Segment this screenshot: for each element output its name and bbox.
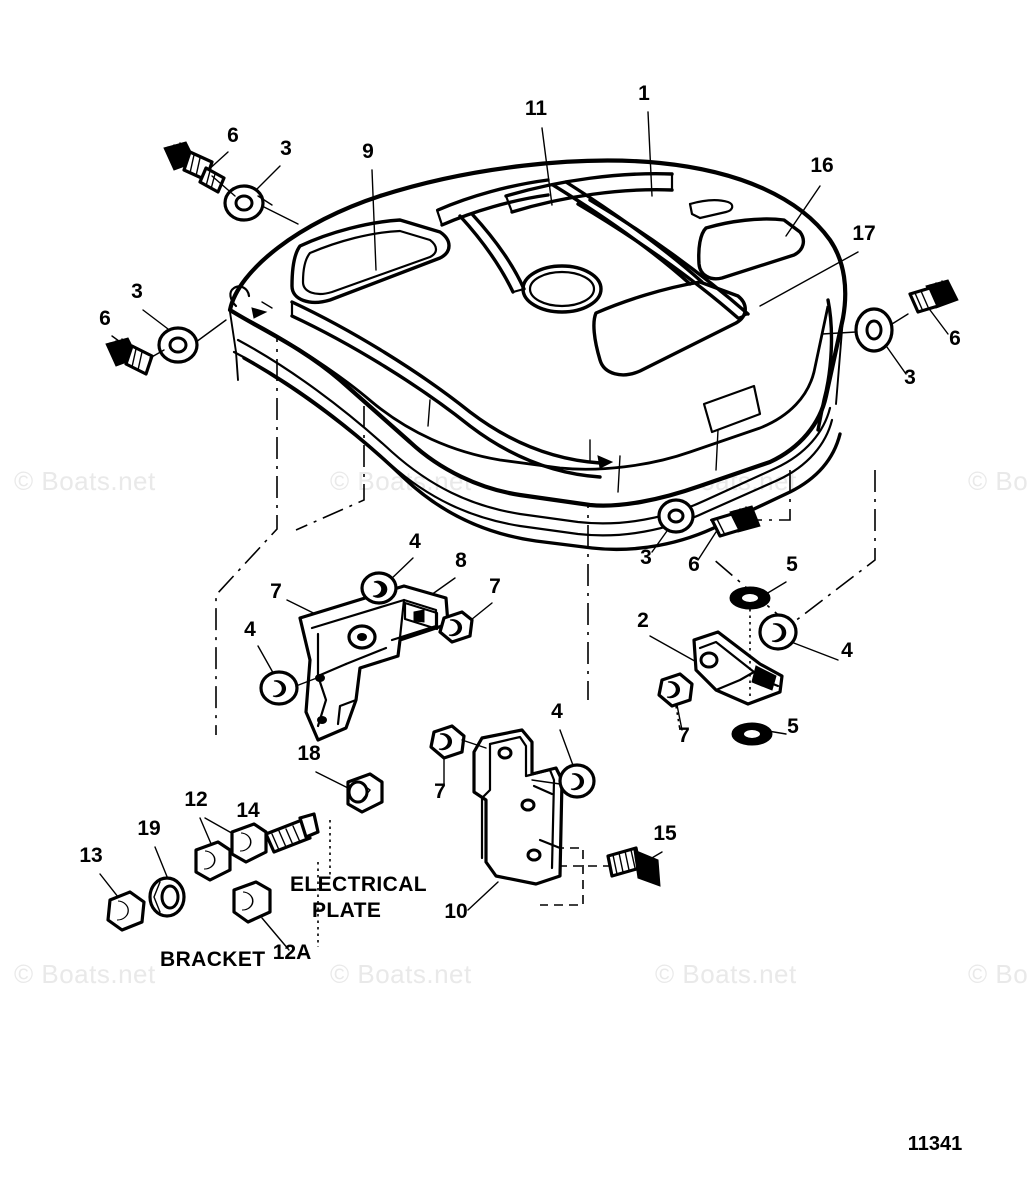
word-label-layer: BRACKET ELECTRICAL PLATE <box>160 873 427 971</box>
bushing-above-bracket <box>360 571 398 605</box>
flat-washer-top <box>729 586 771 610</box>
callout-1: 1 <box>638 82 650 105</box>
watermark-4: © Boats.net <box>14 959 156 989</box>
latch-bracket <box>298 584 450 742</box>
callout-3b: 3 <box>131 280 143 303</box>
knurled-screw-lower-center <box>710 505 761 538</box>
electrical-plate <box>472 728 564 886</box>
top-cowl-assembly <box>227 158 848 552</box>
flat-washer-bottom <box>731 722 773 746</box>
washer-mid-left <box>157 326 199 364</box>
watermark-6: © Boats.net <box>655 959 797 989</box>
callout-7a: 7 <box>270 580 282 603</box>
washer-upper-left <box>223 184 273 222</box>
callout-4c: 4 <box>841 639 853 662</box>
bushing-plate-right <box>558 763 596 799</box>
watermark-0: © Boats.net <box>14 466 156 496</box>
locknut-13 <box>106 890 146 932</box>
callout-12: 12 <box>184 788 207 811</box>
callout-2: 2 <box>637 609 649 632</box>
callout-13: 13 <box>79 844 102 867</box>
callout-9: 9 <box>362 140 374 163</box>
locknut-right-of-bracket <box>438 610 474 644</box>
callout-3d: 3 <box>640 546 652 569</box>
hex-bolt <box>606 846 661 887</box>
callout-5b: 5 <box>787 715 799 738</box>
callout-4a: 4 <box>409 530 421 553</box>
bushing-12-a <box>194 840 232 882</box>
knurled-screw-right <box>908 279 959 314</box>
washer-lower-center <box>657 498 695 534</box>
callout-14: 14 <box>236 799 260 822</box>
watermark-5: © Boats.net <box>330 959 472 989</box>
callout-3a: 3 <box>280 137 292 160</box>
callout-6b: 6 <box>99 307 111 330</box>
alignment-line-left <box>215 320 278 735</box>
callout-6a: 6 <box>227 124 239 147</box>
bracket-label: BRACKET <box>160 948 265 971</box>
knurled-screw-upper-left <box>163 141 226 194</box>
bushing-right <box>758 613 798 651</box>
alignment-line-right-upper <box>710 470 791 521</box>
callout-10: 10 <box>444 900 467 923</box>
bushing-12A <box>232 880 272 924</box>
locknut-plate-left <box>429 724 466 760</box>
callout-4b: 4 <box>244 618 256 641</box>
callout-4d: 4 <box>551 700 563 723</box>
bushing-12-b <box>230 822 268 864</box>
callout-6d: 6 <box>688 553 700 576</box>
washer-right <box>854 307 894 353</box>
callout-19: 19 <box>137 817 160 840</box>
callout-5a: 5 <box>786 553 798 576</box>
locknut-right-group <box>657 672 694 708</box>
callout-8: 8 <box>455 549 467 572</box>
callout-3c: 3 <box>904 366 916 389</box>
callout-17: 17 <box>852 222 875 245</box>
plate-label: PLATE <box>312 899 381 922</box>
spacer-18 <box>346 772 384 814</box>
callout-18: 18 <box>297 742 321 765</box>
callout-7c: 7 <box>678 724 690 747</box>
screw-14 <box>264 812 320 854</box>
bushing-left-of-bracket <box>259 670 299 706</box>
watermark-3: © Boats.net <box>968 466 1029 496</box>
knurled-screw-mid-left <box>105 337 154 376</box>
callout-7d: 7 <box>434 780 446 803</box>
latch-hook-right <box>692 630 784 706</box>
watermark-7: © Boats.net <box>968 959 1029 989</box>
callout-15: 15 <box>653 822 677 845</box>
electrical-label: ELECTRICAL <box>290 873 427 896</box>
catalog-number: 11341 <box>908 1133 963 1155</box>
callout-11: 11 <box>525 97 548 120</box>
callout-12A: 12A <box>273 941 312 964</box>
callout-7b: 7 <box>489 575 501 598</box>
callout-16: 16 <box>810 154 833 177</box>
washer-19 <box>148 876 186 918</box>
callout-6c: 6 <box>949 327 961 350</box>
